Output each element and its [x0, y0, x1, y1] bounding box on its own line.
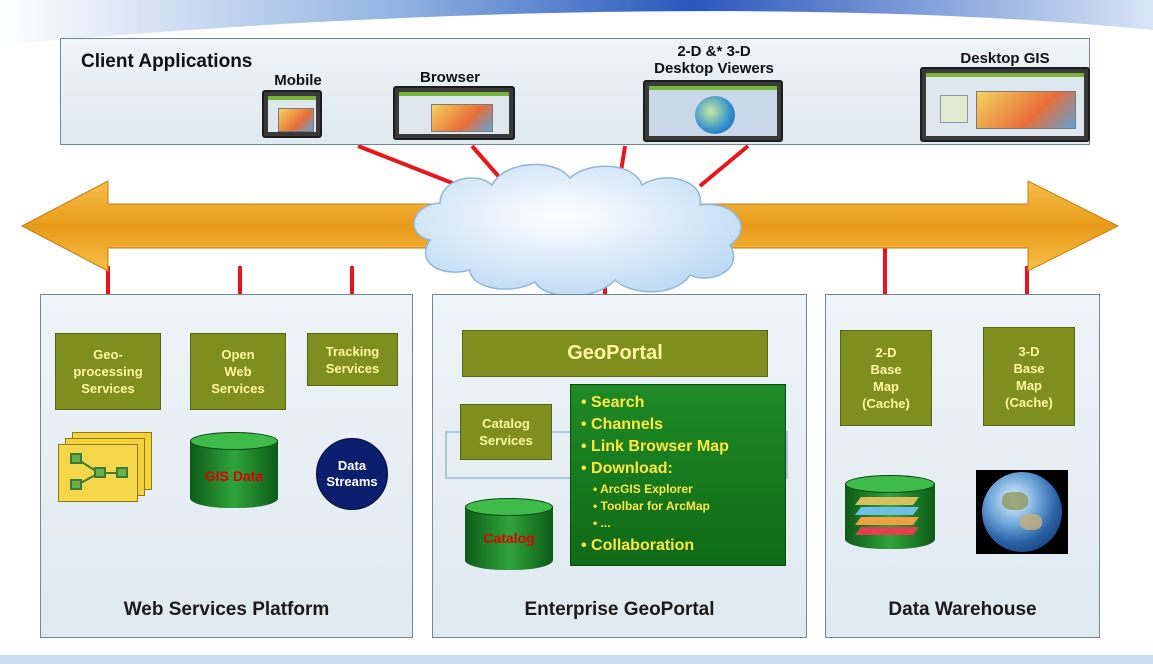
- download-arcgis-explorer[interactable]: • ArcGIS Explorer: [593, 482, 693, 496]
- mobile-device[interactable]: [262, 90, 322, 138]
- app-label-mobile: Mobile: [274, 72, 322, 89]
- enterprise-geoportal-title: Enterprise GeoPortal: [524, 599, 715, 620]
- feature-collaboration[interactable]: • Collaboration: [581, 537, 695, 554]
- app-label-desktop-viewers: 2-D &* 3-D Desktop Viewers: [654, 43, 774, 77]
- feature-channels[interactable]: • Channels: [581, 416, 664, 433]
- client-applications-title: Client Applications: [81, 51, 253, 72]
- network-cloud: [413, 163, 742, 297]
- app-label-desktop-gis: Desktop GIS: [960, 50, 1050, 67]
- client-applications-panel: Client Applications: [60, 38, 1090, 145]
- web-services-platform-title: Web Services Platform: [123, 599, 330, 620]
- catalog-database[interactable]: Catalog: [465, 498, 553, 570]
- 2d-map-cache-database[interactable]: [845, 475, 935, 549]
- workflow-documents-icon: [58, 432, 153, 502]
- gis-data-database[interactable]: GIS Data: [190, 432, 278, 508]
- desktop-gis-window[interactable]: [920, 67, 1090, 142]
- browser-window[interactable]: [393, 86, 515, 140]
- geoportal-bar[interactable]: GeoPortal: [462, 330, 768, 377]
- download-toolbar-arcmap[interactable]: • Toolbar for ArcMap: [593, 499, 710, 513]
- desktop-viewer-window[interactable]: [643, 80, 783, 142]
- feature-link-browser-map[interactable]: • Link Browser Map: [581, 438, 729, 455]
- feature-download[interactable]: • Download:: [581, 460, 673, 477]
- app-label-browser: Browser: [419, 69, 481, 86]
- data-warehouse-title: Data Warehouse: [888, 599, 1037, 620]
- download-more: • ...: [593, 516, 611, 530]
- map-layers-icon: [855, 497, 919, 535]
- globe-thumbnail: [695, 96, 735, 134]
- geoportal-features-box: • Search • Channels • Link Browser Map •…: [570, 384, 786, 566]
- feature-search[interactable]: • Search: [581, 394, 645, 411]
- earth-globe-image: [976, 470, 1068, 554]
